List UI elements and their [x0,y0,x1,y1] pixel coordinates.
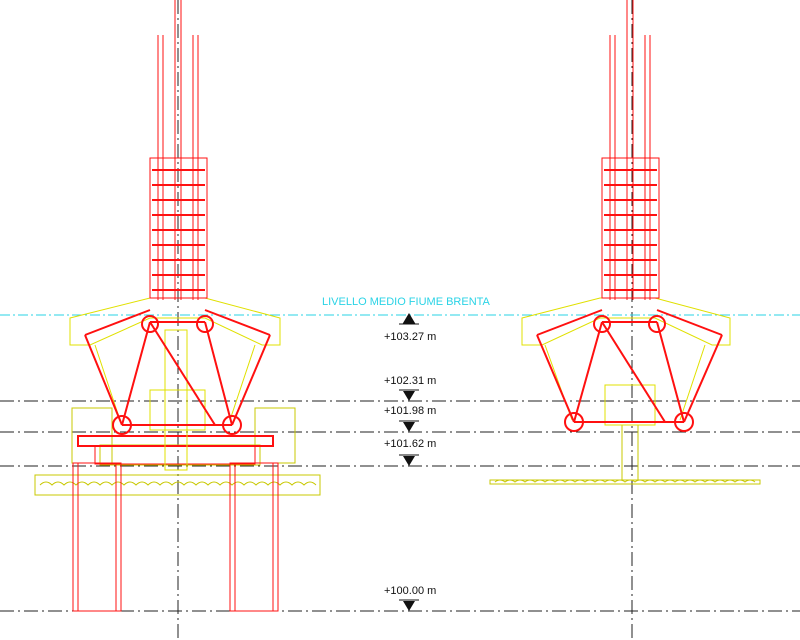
level-annotations: +103.27 m +102.31 m +101.98 m +101.62 m … [384,313,436,611]
left-truss [84,309,271,435]
level-103-27: +103.27 m [384,313,436,343]
level-down-marker [403,391,415,401]
left-cap-beam [77,435,274,465]
water-level-label: LIVELLO MEDIO FIUME BRENTA [322,296,491,308]
right-pier [489,0,761,485]
right-truss [536,309,723,432]
level-label: +102.31 m [384,375,436,387]
level-down-marker [403,601,415,611]
level-102-31: +102.31 m [384,375,436,401]
level-101-62: +101.62 m [384,438,436,466]
left-pier [34,0,321,612]
level-down-marker [403,422,415,432]
level-down-marker [403,456,415,466]
left-piles [72,462,279,612]
level-label: +101.98 m [384,405,436,417]
right-column [601,0,660,300]
left-column [149,0,208,300]
level-label: +100.00 m [384,585,436,597]
level-101-98: +101.98 m [384,405,436,432]
level-label: +101.62 m [384,438,436,450]
level-label: +103.27 m [384,331,436,343]
level-100-00: +100.00 m [384,585,436,611]
right-ground [489,424,761,485]
